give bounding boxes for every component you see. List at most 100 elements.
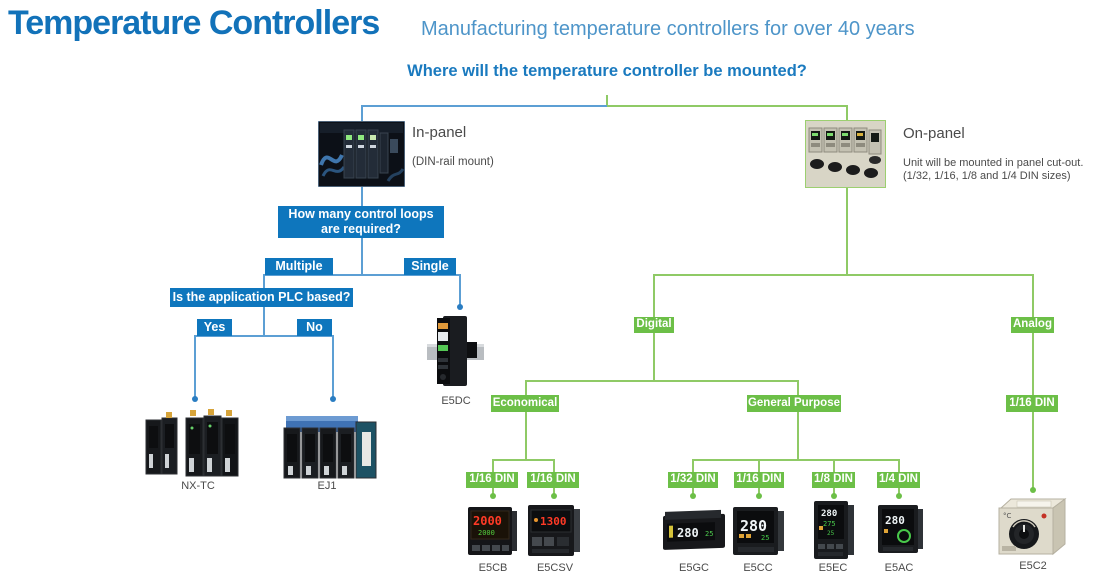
- question-box-plc: Is the application PLC based?: [170, 288, 353, 307]
- product-image-e5c2[interactable]: °C: [991, 494, 1071, 560]
- svg-text:2000: 2000: [478, 529, 495, 537]
- analog-din-size: 1/16 DIN: [1006, 395, 1058, 412]
- question-box-control-loops: How many control loops are required?: [278, 206, 444, 238]
- din-size-gp-2: 1/16 DIN: [734, 472, 784, 488]
- product-image-nx-tc[interactable]: [142, 406, 244, 482]
- connector: [553, 459, 555, 473]
- connector: [1032, 411, 1034, 488]
- option-analog: Analog: [1011, 317, 1054, 333]
- connector: [492, 488, 494, 494]
- connector: [797, 411, 799, 461]
- option-general-purpose: General Purpose: [747, 395, 841, 412]
- svg-text:280: 280: [677, 526, 699, 540]
- product-image-e5ac[interactable]: 280: [875, 502, 924, 556]
- svg-text:275: 275: [823, 520, 836, 528]
- connector: [525, 411, 527, 461]
- connector: [797, 380, 799, 396]
- connector: [692, 488, 694, 494]
- connector: [607, 105, 848, 107]
- svg-text:°C: °C: [1003, 512, 1012, 520]
- connector: [833, 459, 835, 473]
- svg-text:25: 25: [705, 530, 713, 538]
- on-panel-note-2: (1/32, 1/16, 1/8 and 1/4 DIN sizes): [903, 170, 1071, 182]
- connector: [1032, 333, 1034, 396]
- connector: [263, 274, 461, 276]
- product-label-e5csv[interactable]: E5CSV: [536, 562, 574, 574]
- arrow-dot: [551, 493, 557, 499]
- connector: [361, 105, 607, 107]
- product-label-e5ec[interactable]: E5EC: [818, 562, 848, 574]
- on-panel-note-1: Unit will be mounted in panel cut-out.: [903, 157, 1084, 169]
- connector: [361, 238, 363, 276]
- option-digital: Digital: [634, 317, 674, 333]
- connector: [692, 459, 900, 461]
- connector: [758, 459, 760, 473]
- connector: [653, 274, 1034, 276]
- arrow-dot: [330, 396, 336, 402]
- product-label-nx-tc[interactable]: NX-TC: [181, 480, 215, 492]
- product-image-e5csv[interactable]: 1300: [526, 503, 581, 558]
- din-size-gp-4: 1/4 DIN: [877, 472, 920, 488]
- arrow-dot: [457, 304, 463, 310]
- connector: [758, 488, 760, 494]
- connector: [525, 380, 799, 382]
- connector: [459, 274, 461, 305]
- arrow-dot: [831, 493, 837, 499]
- product-label-e5cb[interactable]: E5CB: [478, 562, 508, 574]
- svg-text:280: 280: [885, 514, 905, 527]
- connector: [263, 306, 265, 337]
- option-yes: Yes: [197, 319, 232, 336]
- svg-text:280: 280: [740, 517, 767, 535]
- product-label-e5c2[interactable]: E5C2: [1019, 560, 1047, 572]
- svg-text:25: 25: [761, 534, 769, 542]
- connector: [1032, 274, 1034, 317]
- connector: [653, 333, 655, 382]
- option-single: Single: [404, 258, 456, 275]
- option-economical: Economical: [491, 395, 559, 412]
- option-no: No: [297, 319, 332, 336]
- connector: [898, 488, 900, 494]
- product-image-e5dc[interactable]: [427, 314, 484, 390]
- product-label-e5dc[interactable]: E5DC: [441, 395, 471, 407]
- option-multiple: Multiple: [265, 258, 333, 275]
- connector: [194, 335, 196, 397]
- in-panel-note: (DIN-rail mount): [412, 156, 494, 168]
- connector: [263, 274, 265, 289]
- product-label-e5cc[interactable]: E5CC: [743, 562, 773, 574]
- connector: [898, 459, 900, 473]
- connector: [846, 105, 848, 275]
- svg-text:280: 280: [821, 509, 837, 519]
- in-panel-photo: [318, 121, 405, 187]
- arrow-dot: [1030, 487, 1036, 493]
- product-image-ej1[interactable]: [278, 408, 382, 482]
- din-size-economical-1: 1/16 DIN: [466, 472, 518, 488]
- arrow-dot: [192, 396, 198, 402]
- product-label-e5ac[interactable]: E5AC: [884, 562, 914, 574]
- connector: [553, 488, 555, 494]
- product-image-e5cc[interactable]: 280 25: [731, 505, 785, 557]
- root-question: Where will the temperature controller be…: [407, 62, 807, 80]
- connector: [525, 380, 527, 396]
- product-image-e5cb[interactable]: 2000 2000: [466, 505, 518, 557]
- din-size-gp-1: 1/32 DIN: [668, 472, 718, 488]
- product-image-e5ec[interactable]: 280 275 25: [810, 498, 857, 562]
- product-label-ej1[interactable]: EJ1: [317, 480, 337, 492]
- product-label-e5gc[interactable]: E5GC: [679, 562, 709, 574]
- on-panel-label: On-panel: [903, 125, 965, 142]
- arrow-dot: [896, 493, 902, 499]
- page-title: Temperature Controllers: [8, 4, 380, 42]
- connector: [194, 335, 334, 337]
- connector: [492, 459, 494, 473]
- connector: [692, 459, 694, 473]
- svg-text:25: 25: [827, 530, 835, 537]
- din-size-economical-2: 1/16 DIN: [527, 472, 579, 488]
- svg-text:2000: 2000: [473, 514, 502, 528]
- product-image-e5gc[interactable]: 280 25: [661, 508, 727, 556]
- connector: [653, 274, 655, 317]
- arrow-dot: [690, 493, 696, 499]
- connector: [492, 459, 555, 461]
- connector: [833, 488, 835, 494]
- in-panel-label: In-panel: [412, 124, 467, 141]
- on-panel-photo: [805, 120, 886, 188]
